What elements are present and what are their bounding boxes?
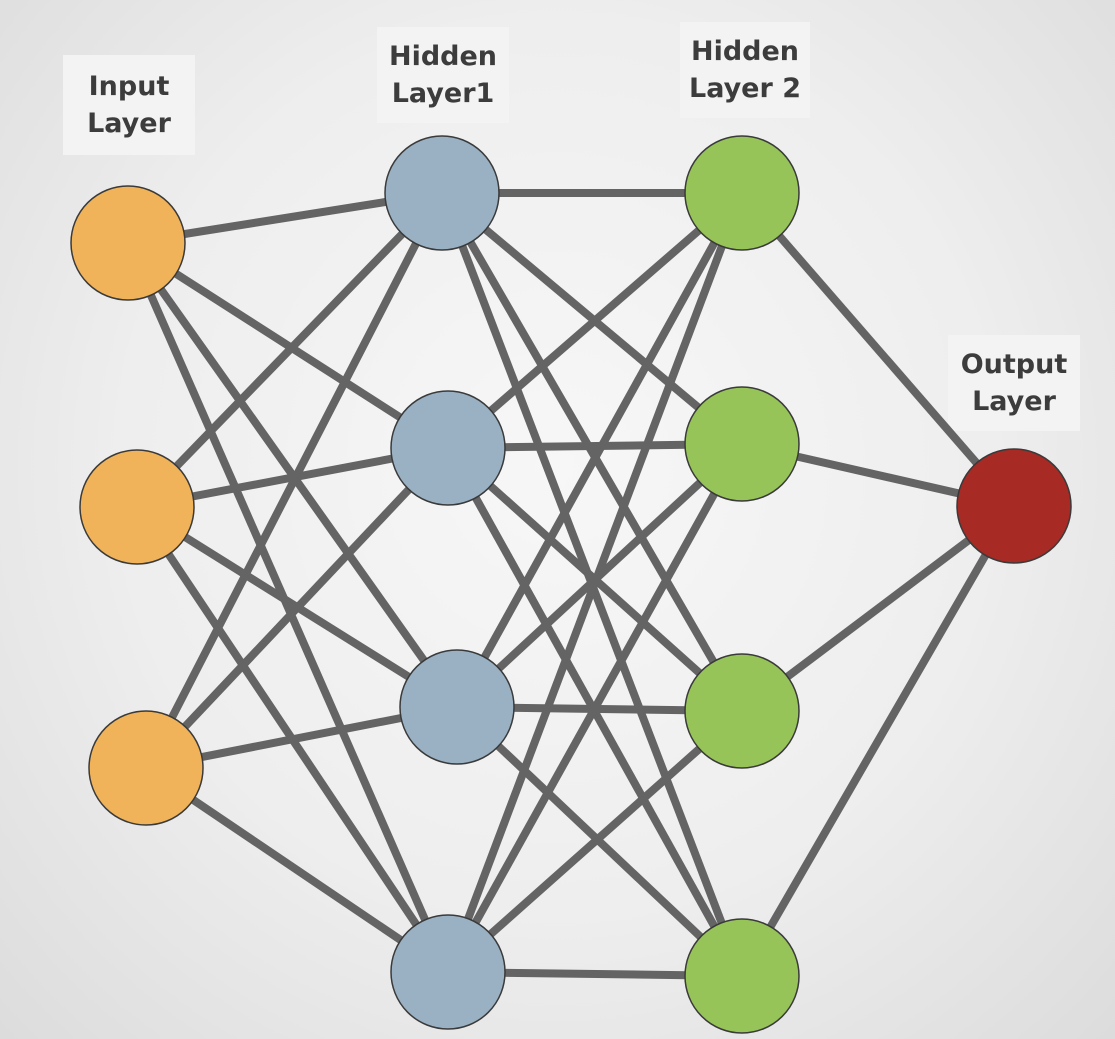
edge-input-1-to-hidden1-2 (125, 239, 451, 452)
edge-hidden2-1-to-output-1 (738, 190, 1018, 509)
hidden-layer-1-label-line2: Layer1 (391, 78, 495, 109)
output-layer-label-line1: Output (960, 349, 1068, 380)
input-layer-label: Input Layer (63, 55, 195, 155)
hidden-layer-2-label-line1: Hidden (690, 36, 800, 67)
input-node-2 (79, 449, 195, 565)
hidden-layer-1-label-line1: Hidden (388, 41, 498, 72)
output-node-1 (956, 448, 1072, 564)
hidden-layer-1-label: Hidden Layer1 (377, 27, 509, 123)
edge-hidden1-4-to-hidden2-2 (444, 442, 746, 974)
hidden-layer-2-label-line2: Layer 2 (688, 73, 801, 104)
edge-hidden2-4-to-output-1 (738, 503, 1018, 979)
edge-hidden1-4-to-hidden2-3 (445, 708, 745, 975)
edge-hidden1-1-to-hidden2-3 (438, 190, 746, 714)
input-layer-label-line2: Layer (87, 108, 171, 139)
hidden1-node-4 (390, 914, 506, 1030)
hidden2-node-4 (684, 918, 800, 1034)
edge-input-1-to-hidden1-4 (124, 241, 452, 974)
hidden2-node-3 (684, 653, 800, 769)
edge-hidden1-3-to-hidden2-1 (453, 191, 746, 709)
hidden1-node-2 (390, 390, 506, 506)
input-node-1 (70, 185, 186, 301)
hidden-layer-2-label: Hidden Layer 2 (680, 22, 810, 118)
input-layer-label-line1: Input (88, 71, 170, 102)
hidden1-node-1 (384, 135, 500, 251)
hidden2-node-1 (684, 135, 800, 251)
edge-hidden1-2-to-hidden2-1 (445, 189, 745, 452)
edge-input-2-to-hidden1-1 (134, 190, 445, 510)
input-node-3 (88, 710, 204, 826)
edge-input-3-to-hidden1-4 (143, 764, 451, 976)
edges-group (124, 189, 1018, 980)
output-layer-label-line2: Layer (972, 386, 1056, 417)
edge-input-3-to-hidden1-1 (142, 191, 446, 770)
output-layer-label: Output Layer (948, 335, 1080, 431)
hidden2-node-2 (684, 386, 800, 502)
edge-hidden1-4-to-hidden2-1 (444, 191, 746, 974)
hidden1-node-3 (399, 649, 515, 765)
nodes-group (70, 135, 1072, 1034)
edge-input-3-to-hidden1-2 (143, 445, 451, 771)
